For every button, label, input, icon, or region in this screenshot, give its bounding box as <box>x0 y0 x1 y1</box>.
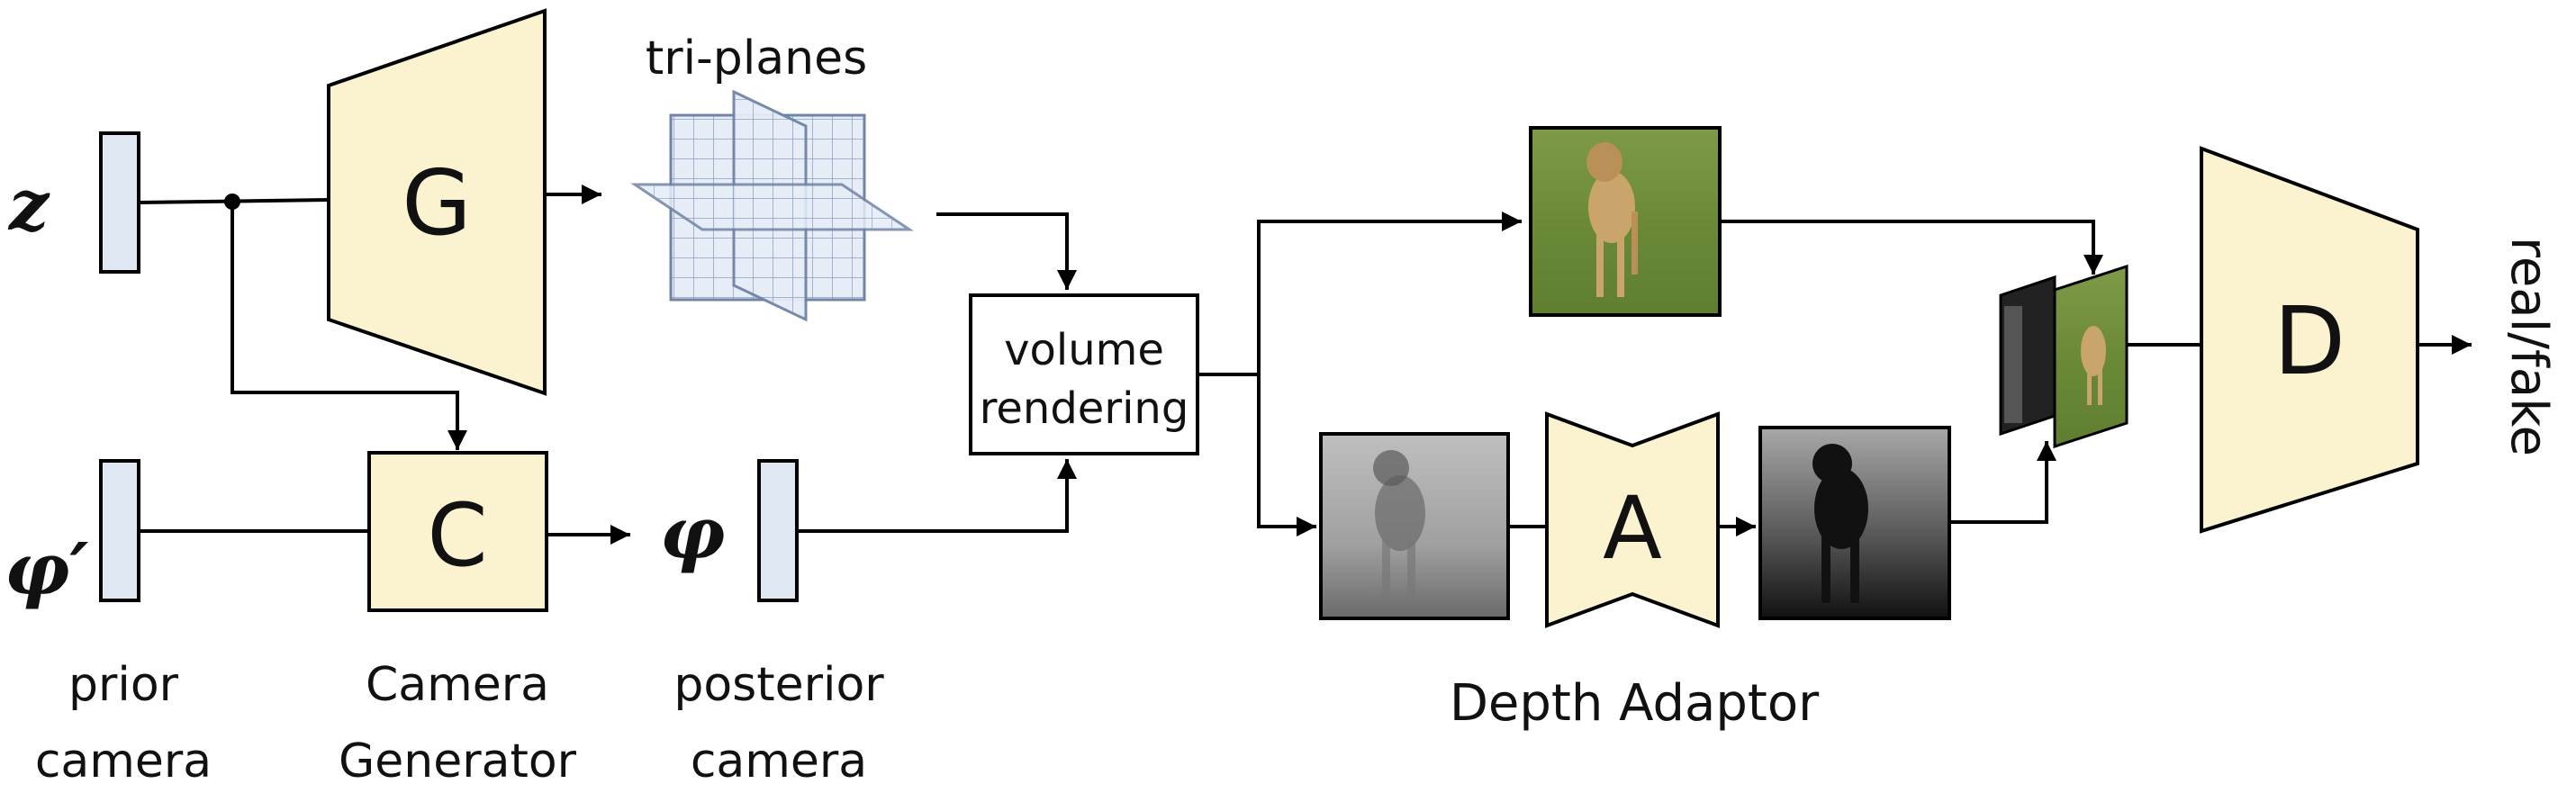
posterior-to-render-arrow <box>797 459 1077 533</box>
adaptor-label: A <box>1603 478 1662 579</box>
adapted-depth-map-image <box>1758 426 1951 620</box>
posterior-label-line1: posterior <box>673 658 884 712</box>
discriminator-block <box>2200 146 2419 534</box>
latent-z-vector <box>99 131 140 274</box>
camgen-label-line2: Generator <box>339 734 577 788</box>
posterior-camera-vector <box>757 459 799 602</box>
triplanes-to-render-arrow <box>936 212 1077 290</box>
raw-depth-map-image <box>1319 432 1510 620</box>
adaptor-block <box>1545 411 1720 628</box>
adapted-depth-to-stack-arrow <box>1949 441 2056 524</box>
triplanes-label: tri-planes <box>646 32 867 86</box>
generator-block <box>327 8 547 396</box>
prior-label-line1: prior <box>68 658 179 712</box>
camera-generator-block <box>367 451 548 612</box>
render-to-rgb-arrow <box>1257 212 1522 374</box>
generator-label: G <box>402 150 472 256</box>
triplanes-graphic <box>630 89 914 322</box>
camera-generator-label: C <box>427 485 487 586</box>
posterior-label-line2: camera <box>691 734 867 788</box>
volume-rendering-line2: rendering <box>980 383 1189 434</box>
render-to-depth-arrow <box>1257 374 1316 536</box>
rgb-to-stack-arrow <box>1720 220 2103 275</box>
rgbd-stack-image <box>1999 264 2129 449</box>
discriminator-label: D <box>2273 286 2346 396</box>
camgen-label-line1: Camera <box>366 658 549 712</box>
volume-rendering-line1: volume <box>1004 325 1164 375</box>
rgb-dog-image <box>1529 126 1722 317</box>
volume-rendering-block <box>969 293 1199 455</box>
prior-camera-vector <box>99 459 140 602</box>
posterior-camera-symbol: φ <box>660 491 725 575</box>
depth-adaptor-label: Depth Adaptor <box>1450 674 1820 733</box>
prior-label-line2: camera <box>35 734 212 788</box>
z-symbol: z <box>7 165 50 247</box>
prior-camera-symbol: φ′ <box>5 527 88 611</box>
real-fake-label: real/fake <box>2499 237 2558 456</box>
z-to-camera-generator-arrow <box>230 202 467 450</box>
